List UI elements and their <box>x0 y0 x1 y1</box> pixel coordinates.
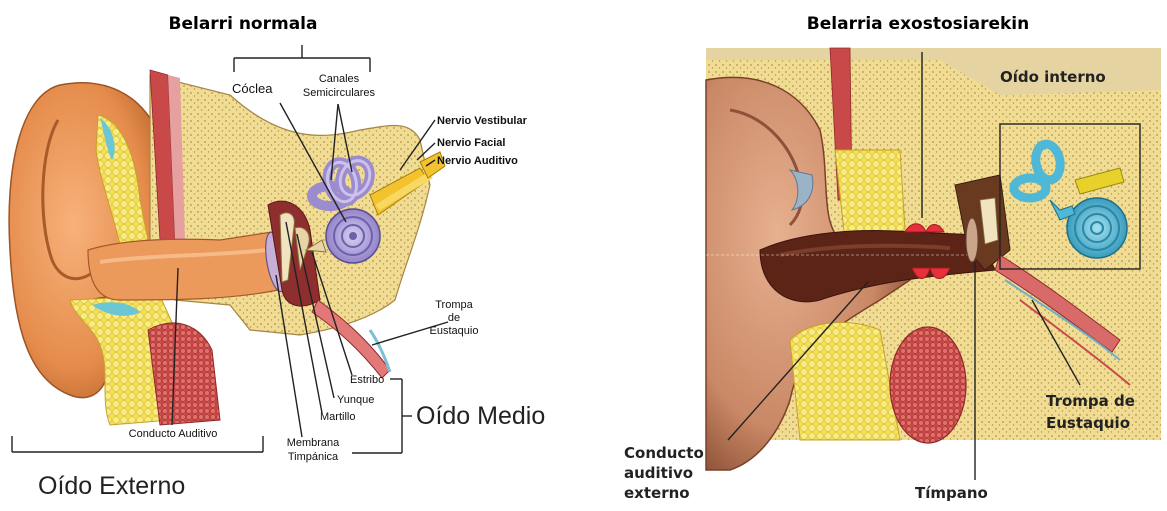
right-panel-title: Belarria exostosiarekin <box>807 14 1029 34</box>
label-eustaquio-right: Eustaquio <box>1046 414 1130 432</box>
label-trompa: Trompa <box>435 299 473 311</box>
label-oido-medio: Oído Medio <box>416 402 545 430</box>
label-nervio-facial: Nervio Facial <box>437 137 505 149</box>
label-conducto-auditivo: Conducto Auditivo <box>129 428 218 440</box>
cochlea <box>326 209 380 263</box>
label-trompa-de-right: Trompa de <box>1046 392 1135 410</box>
label-trompa-de: de <box>448 312 460 324</box>
label-canales: Canales <box>319 73 360 85</box>
label-coclea: Cóclea <box>232 81 273 96</box>
label-oido-interno: Oído interno <box>1000 68 1106 86</box>
label-timpanica: Timpánica <box>288 451 339 463</box>
right-muscle <box>890 327 966 443</box>
label-estribo: Estribo <box>350 374 384 386</box>
label-yunque: Yunque <box>337 394 374 406</box>
middle-ear-bracket <box>352 379 412 453</box>
label-externo: externo <box>624 484 690 502</box>
label-martillo: Martillo <box>320 411 355 423</box>
label-semicirculares: Semicirculares <box>303 87 376 99</box>
label-nervio-vestibular: Nervio Vestibular <box>437 115 528 127</box>
lower-muscle <box>148 323 220 425</box>
left-panel-title: Belarri normala <box>169 14 318 34</box>
label-auditivo: auditivo <box>624 464 693 482</box>
label-membrana: Membrana <box>287 437 340 449</box>
label-conducto: Conducto <box>624 444 704 462</box>
right-cochlea <box>1067 198 1127 258</box>
label-oido-externo: Oído Externo <box>38 472 185 500</box>
left-panel: Belarri normala <box>9 14 545 500</box>
right-panel: Belarria exostosiarekin <box>624 14 1161 502</box>
right-tympanum <box>966 218 978 262</box>
label-timpano: Tímpano <box>915 484 988 502</box>
inner-ear-bracket <box>234 45 370 72</box>
label-nervio-auditivo: Nervio Auditivo <box>437 155 518 167</box>
label-eustaquio: Eustaquio <box>430 325 479 337</box>
